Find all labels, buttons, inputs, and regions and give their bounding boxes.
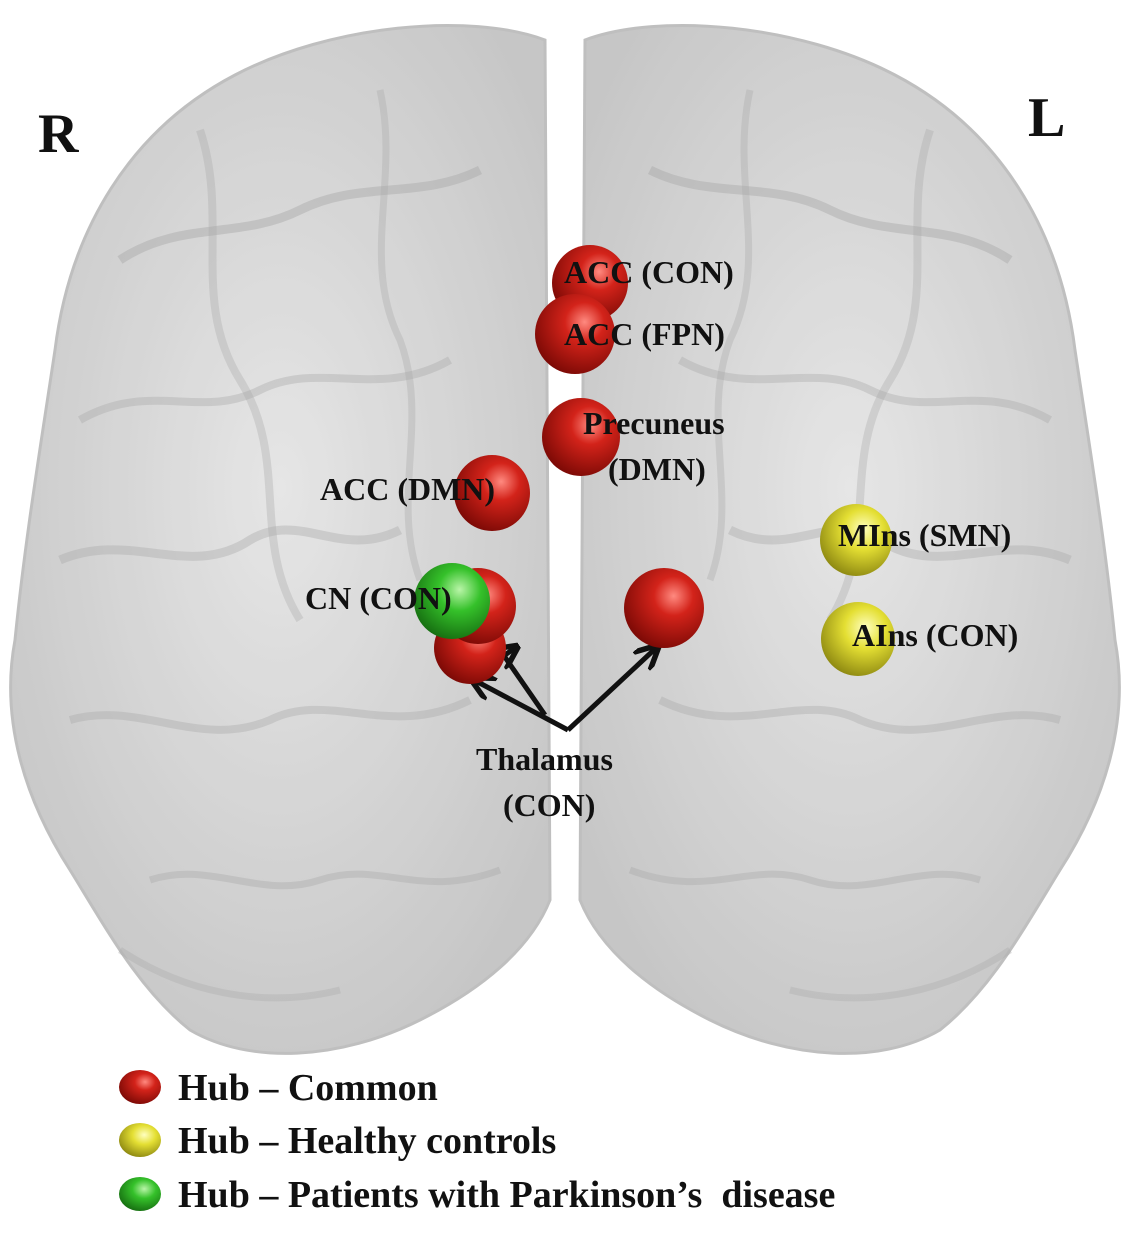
label-precuneus-network: (DMN) [608, 451, 706, 487]
label-thalamus-network: (CON) [503, 787, 595, 823]
node-ains-con [821, 602, 895, 676]
legend-swatch-common [119, 1070, 161, 1104]
brain-right-hemisphere [9, 24, 552, 1055]
label-thalamus: Thalamus [476, 741, 613, 777]
node-acc-dmn [454, 455, 530, 531]
node-cn-con [414, 563, 490, 639]
node-precuneus-dmn [542, 398, 620, 476]
label-acc-fpn: ACC (FPN) [564, 316, 725, 352]
legend-swatch-healthy [119, 1123, 161, 1157]
legend: Hub – Common Hub – Healthy controls Hub … [119, 1067, 835, 1216]
arrow-to-thalamus-left [566, 648, 656, 732]
label-acc-con: ACC (CON) [564, 254, 734, 290]
legend-label-healthy: Hub – Healthy controls [178, 1120, 556, 1162]
legend-swatch-parkinsons [119, 1177, 161, 1211]
arrow-to-thalamus-right-a [474, 680, 570, 733]
label-ains-con: AIns (CON) [852, 617, 1018, 653]
node-thalamus-left [624, 568, 704, 648]
left-side-label: L [1028, 87, 1065, 149]
label-mins-smn: MIns (SMN) [838, 517, 1011, 553]
legend-label-common: Hub – Common [178, 1067, 438, 1109]
interhemispheric-fissure [562, 40, 572, 720]
right-side-label: R [38, 103, 79, 165]
legend-label-parkinsons: Hub – Patients with Parkinson’s disease [178, 1174, 835, 1216]
label-cn-con: CN (CON) [305, 580, 452, 616]
node-acc-fpn [535, 294, 615, 374]
label-acc-dmn: ACC (DMN) [320, 471, 495, 507]
node-mins-smn [820, 504, 892, 576]
label-precuneus: Precuneus [583, 405, 725, 441]
